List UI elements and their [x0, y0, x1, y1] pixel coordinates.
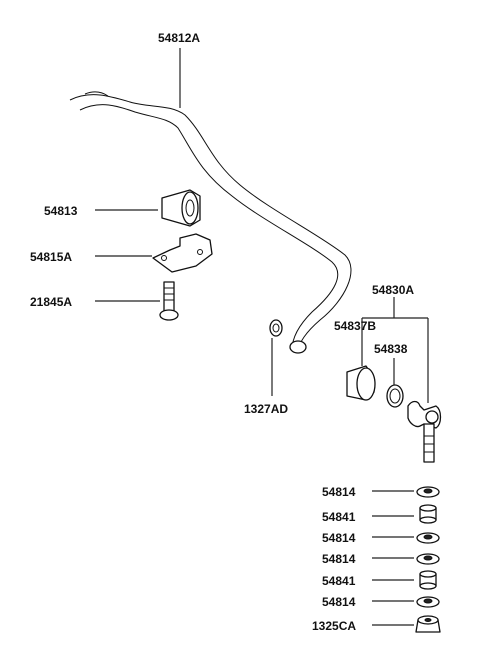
bracket-part[interactable]	[152, 233, 213, 273]
bushing-part[interactable]	[161, 189, 201, 227]
link-bushing-part[interactable]	[346, 365, 376, 401]
label-bolt: 21845A	[30, 295, 72, 309]
washer-2-part[interactable]	[416, 532, 440, 544]
washer-4-part[interactable]	[416, 596, 440, 608]
label-spacer-2: 54841	[322, 574, 356, 588]
label-washer-1: 54814	[322, 485, 356, 499]
label-ring: 54838	[374, 342, 408, 356]
ring-part[interactable]	[386, 384, 404, 408]
spacer-1-part[interactable]	[419, 504, 437, 524]
label-spacer-1: 54841	[322, 510, 356, 524]
small-bushing-part[interactable]	[269, 319, 283, 337]
label-nut: 1325CA	[312, 619, 356, 633]
stabilizer-bar[interactable]	[69, 91, 352, 354]
bolt-part[interactable]	[159, 281, 179, 321]
spacer-2-part[interactable]	[419, 570, 437, 590]
label-bracket: 54815A	[30, 250, 72, 264]
label-washer-2: 54814	[322, 531, 356, 545]
label-stabilizer-bar: 54812A	[158, 31, 200, 45]
label-washer-3: 54814	[322, 552, 356, 566]
label-washer-4: 54814	[322, 595, 356, 609]
washer-3-part[interactable]	[416, 553, 440, 565]
label-link-assembly: 54830A	[372, 283, 414, 297]
washer-1-part[interactable]	[416, 486, 440, 498]
nut-part[interactable]	[415, 615, 441, 633]
label-bushing: 54813	[44, 204, 78, 218]
link-stud-part[interactable]	[407, 400, 442, 463]
label-small-bushing: 1327AD	[244, 402, 288, 416]
label-link-bushing: 54837B	[334, 319, 376, 333]
